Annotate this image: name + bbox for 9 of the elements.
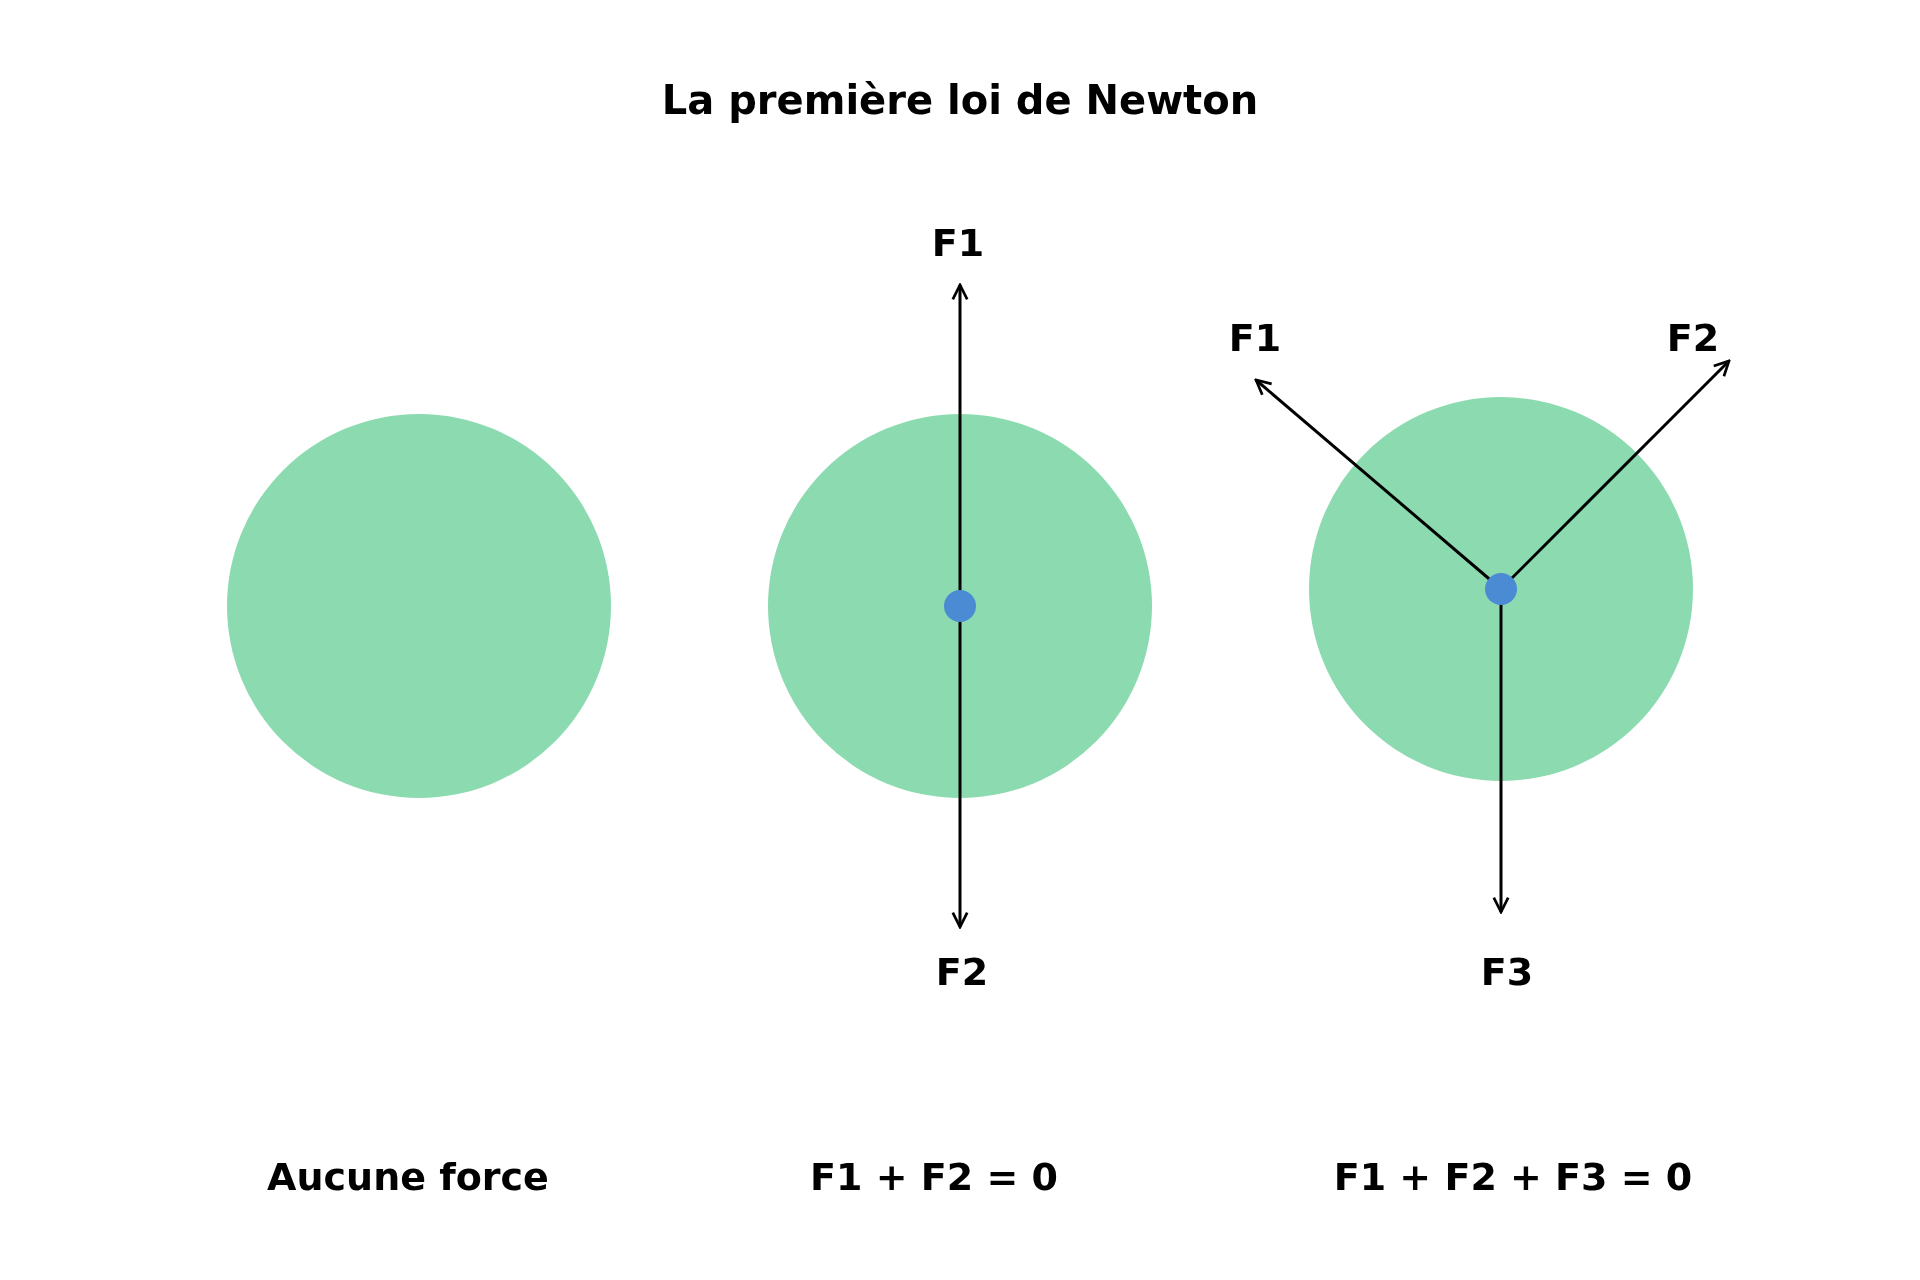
force-label: F3: [1480, 952, 1534, 994]
force-label: F2: [1666, 318, 1720, 360]
force-label: F2: [935, 952, 989, 994]
force-label: F1: [931, 223, 985, 265]
equation-caption: Aucune force: [267, 1157, 549, 1199]
diagram-title: La première loi de Newton: [661, 78, 1259, 122]
equation-caption: F1 + F2 = 0: [810, 1157, 1058, 1199]
force-label: F1: [1228, 318, 1282, 360]
equation-caption: F1 + F2 + F3 = 0: [1333, 1157, 1693, 1199]
